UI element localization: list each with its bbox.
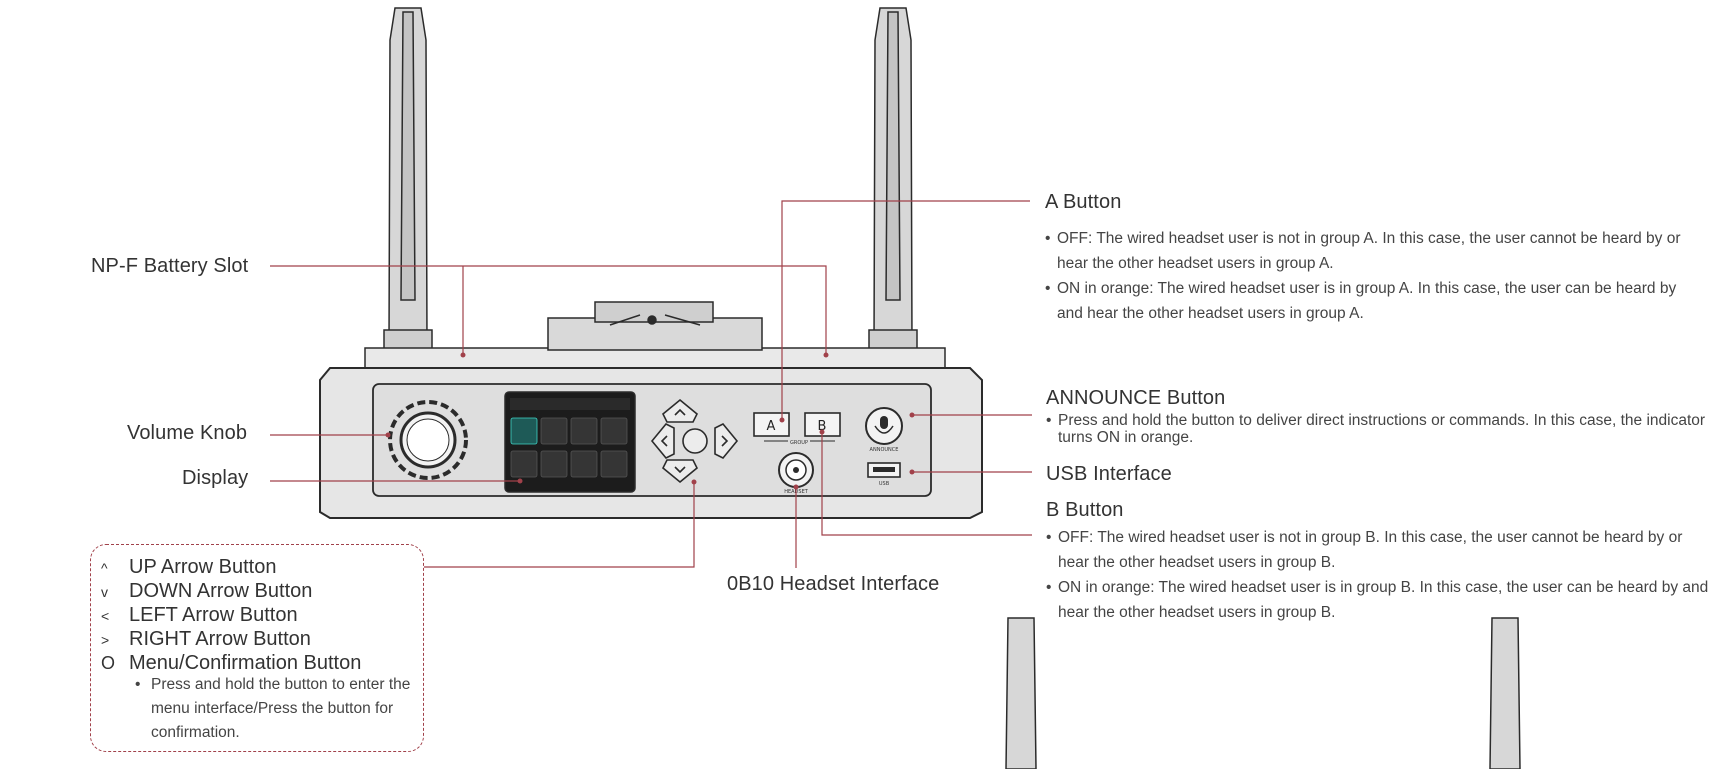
legend-item-menu: O Menu/Confirmation Button [101,652,361,675]
right-antenna [868,7,918,351]
right-arrow-icon: > [101,631,110,648]
a-button-title: A Button [1045,191,1122,213]
legend-item-down: v DOWN Arrow Button [101,580,312,603]
announce-button-title: ANNOUNCE Button [1046,387,1226,409]
display-title: Display [182,467,249,489]
announce-label: ANNOUNCE [870,447,899,453]
usb-interface-title: USB Interface [1046,463,1172,485]
legend-item-left: < LEFT Arrow Button [101,604,298,627]
usb-label: USB [879,481,890,487]
battery-slot-title: NP-F Battery Slot [91,255,249,277]
dpad-drawing [650,398,739,484]
legend-label: RIGHT Arrow Button [129,628,311,650]
volume-knob-drawing [388,400,468,480]
announce-button-drawing: ANNOUNCE [865,407,903,453]
legend-item-right: > RIGHT Arrow Button [101,628,311,651]
group-label: GROUP [790,440,808,446]
legend-note: • Press and hold the button to enter the… [135,676,411,741]
down-arrow-icon: v [101,583,108,600]
b-button-bullet: •OFF: The wired headset user is not in g… [1046,529,1683,571]
b-button-title: B Button [1046,499,1124,521]
up-arrow-icon: ^ [101,559,108,576]
usb-port-drawing: USB [867,462,901,487]
announce-button-description: •Press and hold the button to deliver di… [1046,412,1706,446]
left-antenna [383,7,433,351]
b-button-description: •OFF: The wired headset user is not in g… [1046,525,1716,625]
dpad-legend-box: ^ UP Arrow Button v DOWN Arrow Button < … [90,544,424,752]
volume-knob-title: Volume Knob [127,422,248,444]
display-screen-drawing [504,391,636,493]
leader-dots [385,352,915,490]
announce-button-bullet: •Press and hold the button to deliver di… [1046,412,1706,446]
leader-lines [270,200,1032,568]
circle-icon: O [101,653,116,673]
legend-label: DOWN Arrow Button [129,580,313,602]
legend-item-up: ^ UP Arrow Button [101,556,276,579]
button-a-glyph: A [767,419,776,434]
headset-interface-title: 0B10 Headset Interface [727,573,940,595]
a-button-description: •OFF: The wired headset user is not in g… [1045,226,1705,326]
ab-buttons-drawing: A B GROUP [753,412,841,446]
legend-label: UP Arrow Button [129,556,277,578]
battery-plate [364,301,946,369]
legend-label: LEFT Arrow Button [129,604,298,626]
left-arrow-icon: < [101,607,110,624]
b-button-bullet: •ON in orange: The wired headset user is… [1046,579,1709,621]
legend-label: Menu/Confirmation Button [129,652,362,674]
second-unit-antennas [1005,617,1521,769]
button-b-glyph: B [818,419,827,434]
a-button-bullet: •ON in orange: The wired headset user is… [1045,280,1677,322]
a-button-bullet: •OFF: The wired headset user is not in g… [1045,230,1681,272]
